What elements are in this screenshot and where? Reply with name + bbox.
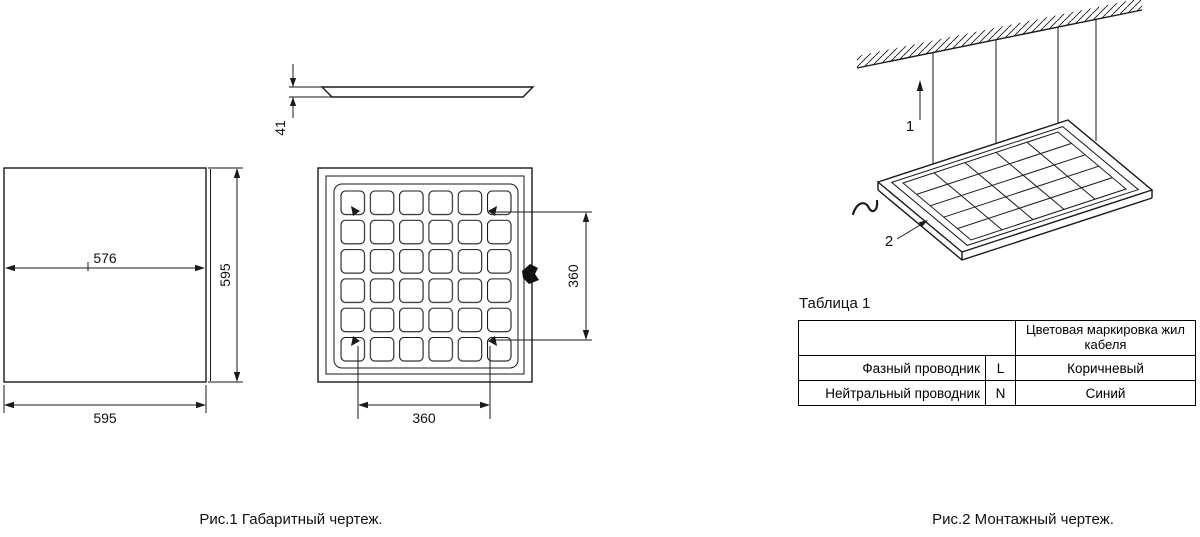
led-cell-grid <box>340 190 516 366</box>
supply-cable <box>851 199 879 216</box>
arrowhead <box>4 401 14 409</box>
callout-2: 2 <box>885 220 928 250</box>
panel-isometric <box>851 119 1154 261</box>
suspension-wires <box>932 19 1097 170</box>
conductor-color: Синий <box>1015 380 1196 406</box>
conductor-code: N <box>985 380 1016 406</box>
callout-1-label: 1 <box>906 118 914 135</box>
mount-marker-tl <box>351 206 360 216</box>
dim-label-41: 41 <box>272 120 288 136</box>
conductor-name: Фазный проводник <box>798 355 986 381</box>
table-header-color: Цветовая маркировка жил кабеля <box>1015 320 1196 356</box>
dim-label-360-h: 360 <box>412 410 436 426</box>
arrowhead <box>233 372 241 382</box>
dim-inner-width: 576 <box>5 250 205 272</box>
ceiling-line <box>856 9 1143 69</box>
table-row: Фазный проводник L Коричневый <box>798 355 1196 381</box>
dim-label-595-h: 595 <box>93 410 117 426</box>
arrowhead <box>916 80 924 91</box>
arrowhead <box>918 220 928 228</box>
conductor-color: Коричневый <box>1015 355 1196 381</box>
panel-top-face <box>876 119 1154 253</box>
callout-1: 1 <box>906 80 924 135</box>
arrowhead <box>196 401 206 409</box>
table-row: Нейтральный проводник N Синий <box>798 380 1196 406</box>
arrowhead <box>5 264 15 272</box>
dim-label-595-v: 595 <box>217 263 233 287</box>
dim-width: 595 <box>3 385 207 426</box>
arrowhead <box>289 97 297 106</box>
conductor-code: L <box>985 355 1016 381</box>
mount-marker-tr <box>488 206 497 216</box>
arrowhead <box>233 168 241 178</box>
arrowhead <box>480 401 490 409</box>
led-module-frame <box>333 183 519 369</box>
ceiling-hatch <box>857 0 1142 68</box>
arrowhead <box>195 264 205 272</box>
arrowhead <box>289 78 297 87</box>
fig2-caption: Рис.2 Монтажный чертеж. <box>932 511 1114 528</box>
panel-grid-lines <box>901 131 1128 241</box>
table-header-empty <box>798 320 1016 356</box>
fig1-caption: Рис.1 Габаритный чертеж. <box>199 511 383 528</box>
dim-label-576: 576 <box>93 250 117 266</box>
dim-mount-vertical: 360 <box>494 211 592 341</box>
fig1-front-view: 576 595 595 <box>3 167 243 426</box>
panel-front-outline <box>3 167 207 383</box>
mount-marker-br <box>488 336 497 346</box>
arrowhead <box>582 212 590 222</box>
table-title: Таблица 1 <box>799 295 871 312</box>
table-header-row: Цветовая маркировка жил кабеля <box>798 320 1196 356</box>
dim-thickness: 41 <box>272 64 332 136</box>
fig1-side-view: 41 <box>272 64 535 136</box>
panel-inner-frame <box>890 126 1140 246</box>
panel-side-outline <box>320 86 535 98</box>
fig2-mounting-view: 1 <box>851 0 1154 261</box>
dim-label-360-v: 360 <box>565 264 581 288</box>
conductor-name: Нейтральный проводник <box>798 380 986 406</box>
dim-height: 595 <box>208 167 243 383</box>
mounting-clip <box>522 264 539 284</box>
fig1-back-view: 360 360 <box>317 167 592 426</box>
arrowhead <box>358 401 368 409</box>
wiring-table: Цветовая маркировка жил кабеля Фазный пр… <box>798 320 1196 406</box>
mount-marker-bl <box>351 336 360 346</box>
callout-2-label: 2 <box>885 233 893 250</box>
arrowhead <box>582 330 590 340</box>
dim-mount-horizontal: 360 <box>357 346 491 426</box>
